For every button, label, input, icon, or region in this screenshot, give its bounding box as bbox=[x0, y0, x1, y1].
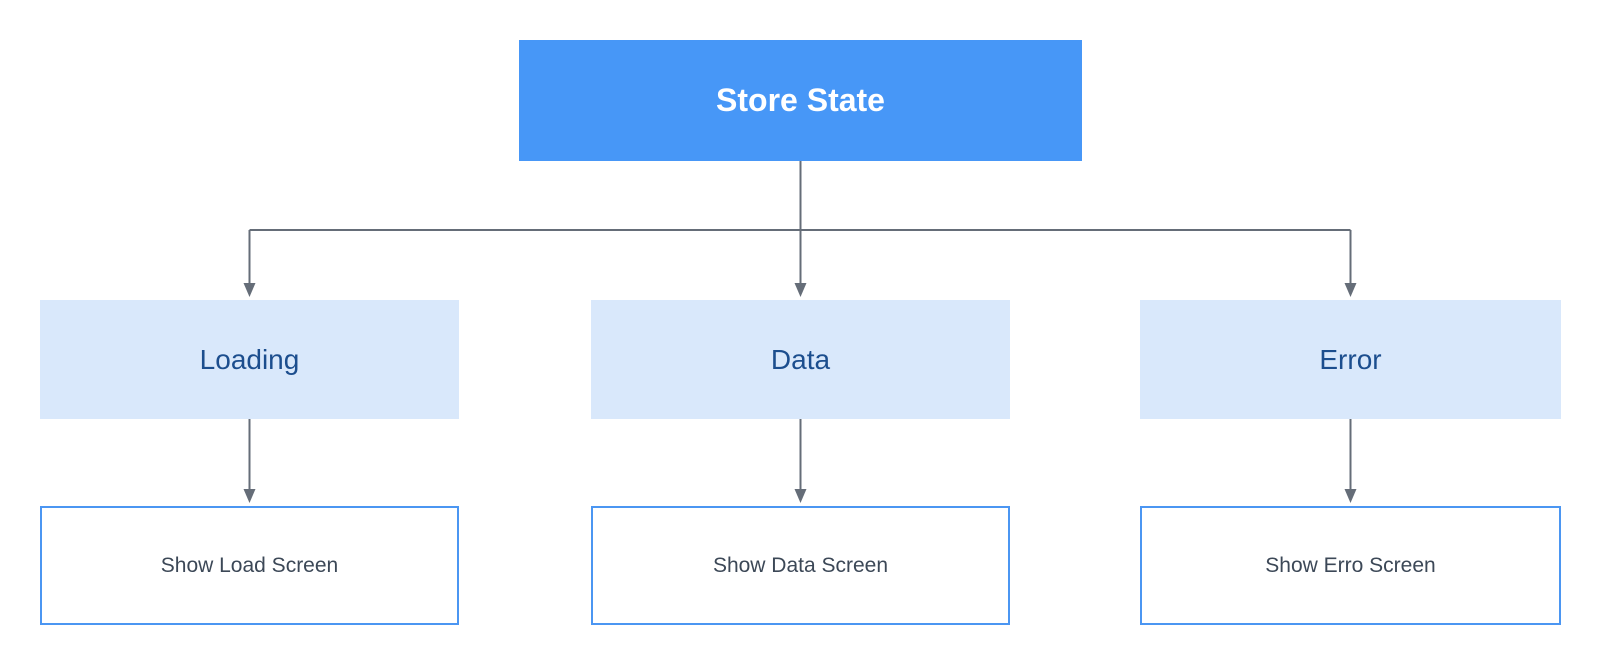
arrowhead-show-data bbox=[794, 489, 807, 503]
node-error-label: Error bbox=[1319, 343, 1382, 375]
node-show-erro-screen: Show Erro Screen bbox=[1140, 506, 1561, 625]
node-error: Error bbox=[1140, 300, 1561, 419]
node-loading-label: Loading bbox=[199, 343, 300, 375]
node-store-state: Store State bbox=[519, 40, 1082, 161]
arrowhead-show-load bbox=[243, 489, 256, 503]
node-show-load-screen-label: Show Load Screen bbox=[160, 553, 339, 577]
node-data: Data bbox=[591, 300, 1010, 419]
arrowhead-loading bbox=[243, 283, 256, 297]
node-data-label: Data bbox=[770, 343, 831, 375]
node-show-data-screen: Show Data Screen bbox=[591, 506, 1010, 625]
node-show-load-screen: Show Load Screen bbox=[40, 506, 459, 625]
node-show-erro-screen-label: Show Erro Screen bbox=[1265, 553, 1436, 577]
arrowhead-data bbox=[794, 283, 807, 297]
node-store-state-label: Store State bbox=[716, 82, 885, 118]
arrowhead-error bbox=[1344, 283, 1357, 297]
node-loading: Loading bbox=[40, 300, 459, 419]
arrowhead-show-erro bbox=[1344, 489, 1357, 503]
node-show-data-screen-label: Show Data Screen bbox=[712, 553, 889, 577]
